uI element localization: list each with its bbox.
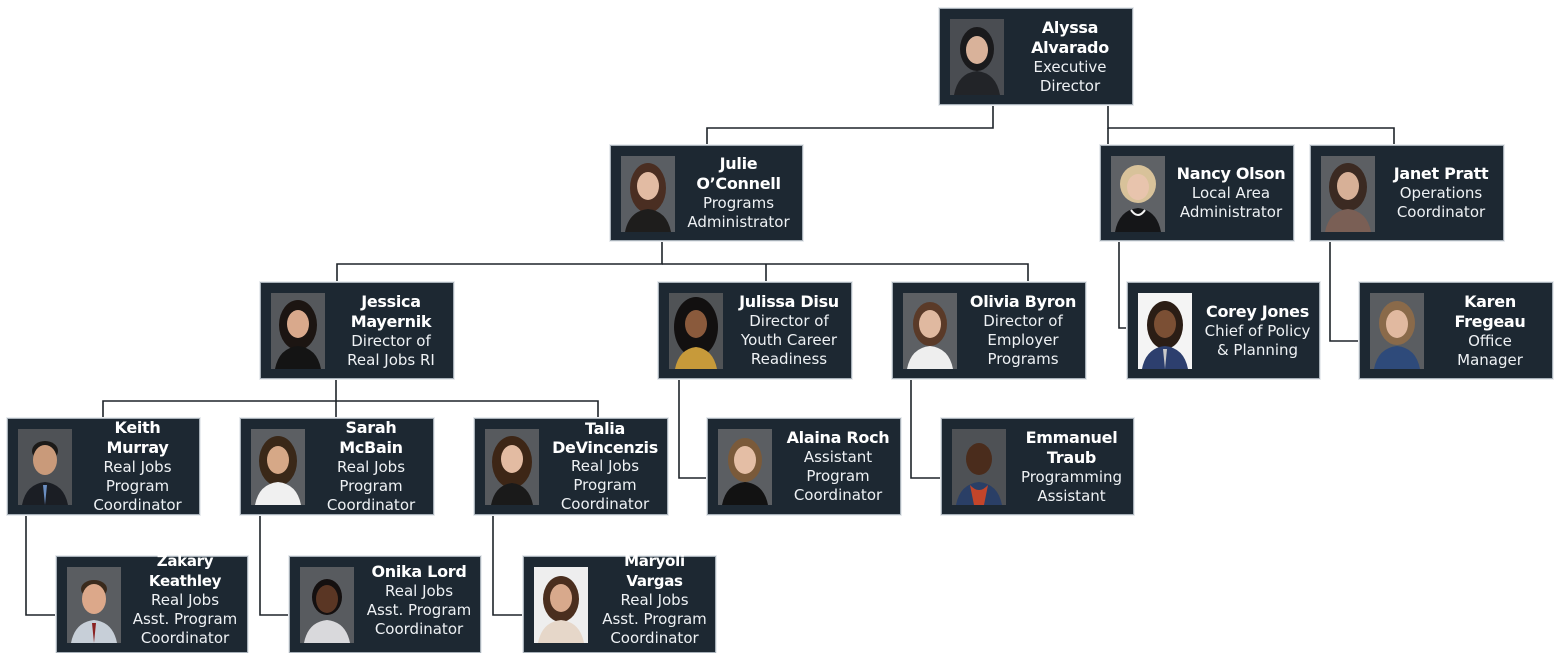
portrait-photo [485, 429, 539, 505]
person-title: Real Jobs Asst. Program Coordinator [602, 591, 707, 647]
org-card-emmanuel-traub: Emmanuel Traub Programming Assistant [941, 418, 1134, 515]
portrait-photo [67, 567, 121, 643]
person-name: Olivia Byron [969, 292, 1077, 311]
org-card-alyssa-alvarado: Alyssa Alvarado Executive Director [939, 8, 1133, 105]
person-name: Onika Lord [371, 562, 467, 581]
connector-jessica-talia [336, 400, 599, 418]
person-name: Sarah McBain [339, 418, 403, 457]
portrait-photo [669, 293, 723, 369]
person-title: Real Jobs Asst. Program Coordinator [366, 582, 472, 638]
person-name: Julie O’Connell [696, 154, 781, 193]
portrait-photo [1138, 293, 1192, 369]
org-card-talia-devincenzis: Talia DeVincenzis Real Jobs Program Coor… [474, 418, 668, 515]
org-card-sarah-mcbain: Sarah McBain Real Jobs Program Coordinat… [240, 418, 434, 515]
person-name: Zakary Keathley [148, 552, 222, 590]
connector-alyssa-nancy [1107, 104, 1395, 146]
connector-julie-olivia [662, 263, 1029, 283]
person-name: Alyssa Alvarado [1031, 17, 1109, 57]
person-name: Jessica Mayernik [350, 291, 432, 331]
org-card-maryoli-vargas: Maryoli Vargas Real Jobs Asst. Program C… [523, 552, 716, 653]
person-name: Corey Jones [1206, 301, 1309, 321]
person-title: Real Jobs Program Coordinator [93, 458, 182, 514]
person-title: Operations Coordinator [1396, 184, 1486, 221]
person-title: Programming Assistant [1020, 467, 1123, 505]
portrait-photo [271, 293, 325, 369]
person-name: Emmanuel Traub [1025, 427, 1118, 467]
person-title: Assistant Program Coordinator [793, 448, 883, 504]
portrait-photo [621, 156, 675, 232]
person-title: Executive Director [1033, 57, 1107, 95]
person-title: Chief of Policy & Planning [1204, 321, 1311, 359]
portrait-photo [18, 429, 72, 505]
org-card-alaina-roch: Alaina Roch Assistant Program Coordinato… [707, 418, 901, 515]
connector-julie-directors [336, 240, 663, 283]
portrait-photo [1321, 156, 1375, 232]
org-card-julissa-disu: Julissa Disu Director of Youth Career Re… [658, 282, 852, 379]
portrait-photo [534, 567, 588, 643]
portrait-photo [903, 293, 957, 369]
portrait-photo [251, 429, 305, 505]
org-card-olivia-byron: Olivia Byron Director of Employer Progra… [892, 282, 1086, 379]
portrait-photo [952, 429, 1006, 505]
org-card-janet-pratt: Janet Pratt Operations Coordinator [1310, 145, 1504, 241]
person-title: Real Jobs Program Coordinator [326, 458, 416, 514]
connector-julissa-alaina [678, 378, 708, 479]
portrait-photo [950, 19, 1004, 95]
connector-nancy-corey [1118, 240, 1128, 329]
person-name: Alaina Roch [786, 428, 890, 447]
org-card-keith-murray: Keith Murray Real Jobs Program Coordinat… [7, 418, 200, 515]
person-title: Director of Real Jobs RI [347, 331, 435, 369]
person-name: Maryoli Vargas [624, 552, 685, 590]
person-title: Real Jobs Asst. Program Coordinator [132, 591, 238, 647]
person-name: Karen Fregeau [1454, 291, 1526, 331]
org-card-jessica-mayernik: Jessica Mayernik Director of Real Jobs R… [260, 282, 454, 379]
org-card-zakary-keathley: Zakary Keathley Real Jobs Asst. Program … [56, 552, 248, 653]
org-card-karen-fregeau: Karen Fregeau Office Manager [1359, 282, 1553, 379]
person-title: Office Manager [1457, 331, 1523, 369]
person-title: Real Jobs Program Coordinator [560, 457, 650, 513]
connector-alyssa-julie [706, 104, 994, 146]
person-title: Director of Youth Career Readiness [740, 312, 838, 368]
person-title: Local Area Administrator [1179, 184, 1283, 221]
connector-jessica-coordinators [102, 378, 337, 418]
person-name: Talia DeVincenzis [552, 419, 658, 457]
person-name: Nancy Olson [1176, 164, 1286, 183]
person-name: Keith Murray [106, 418, 169, 457]
connector-sarah-onika [259, 515, 290, 616]
connector-keith-zakary [25, 515, 57, 616]
portrait-photo [1111, 156, 1165, 232]
org-card-nancy-olson: Nancy Olson Local Area Administrator [1100, 145, 1294, 241]
portrait-photo [300, 567, 354, 643]
person-title: Programs Administrator [687, 194, 790, 231]
person-title: Director of Employer Programs [983, 312, 1063, 368]
org-card-onika-lord: Onika Lord Real Jobs Asst. Program Coord… [289, 556, 481, 653]
connector-janet-karen [1329, 240, 1360, 342]
person-name: Janet Pratt [1393, 164, 1489, 183]
portrait-photo [718, 429, 772, 505]
person-name: Julissa Disu [739, 292, 839, 311]
portrait-photo [1370, 293, 1424, 369]
connector-talia-maryoli [492, 515, 524, 616]
org-card-corey-jones: Corey Jones Chief of Policy & Planning [1127, 282, 1320, 379]
connector-olivia-emmanuel [910, 378, 942, 479]
org-card-julie-oconnell: Julie O’Connell Programs Administrator [610, 145, 803, 241]
